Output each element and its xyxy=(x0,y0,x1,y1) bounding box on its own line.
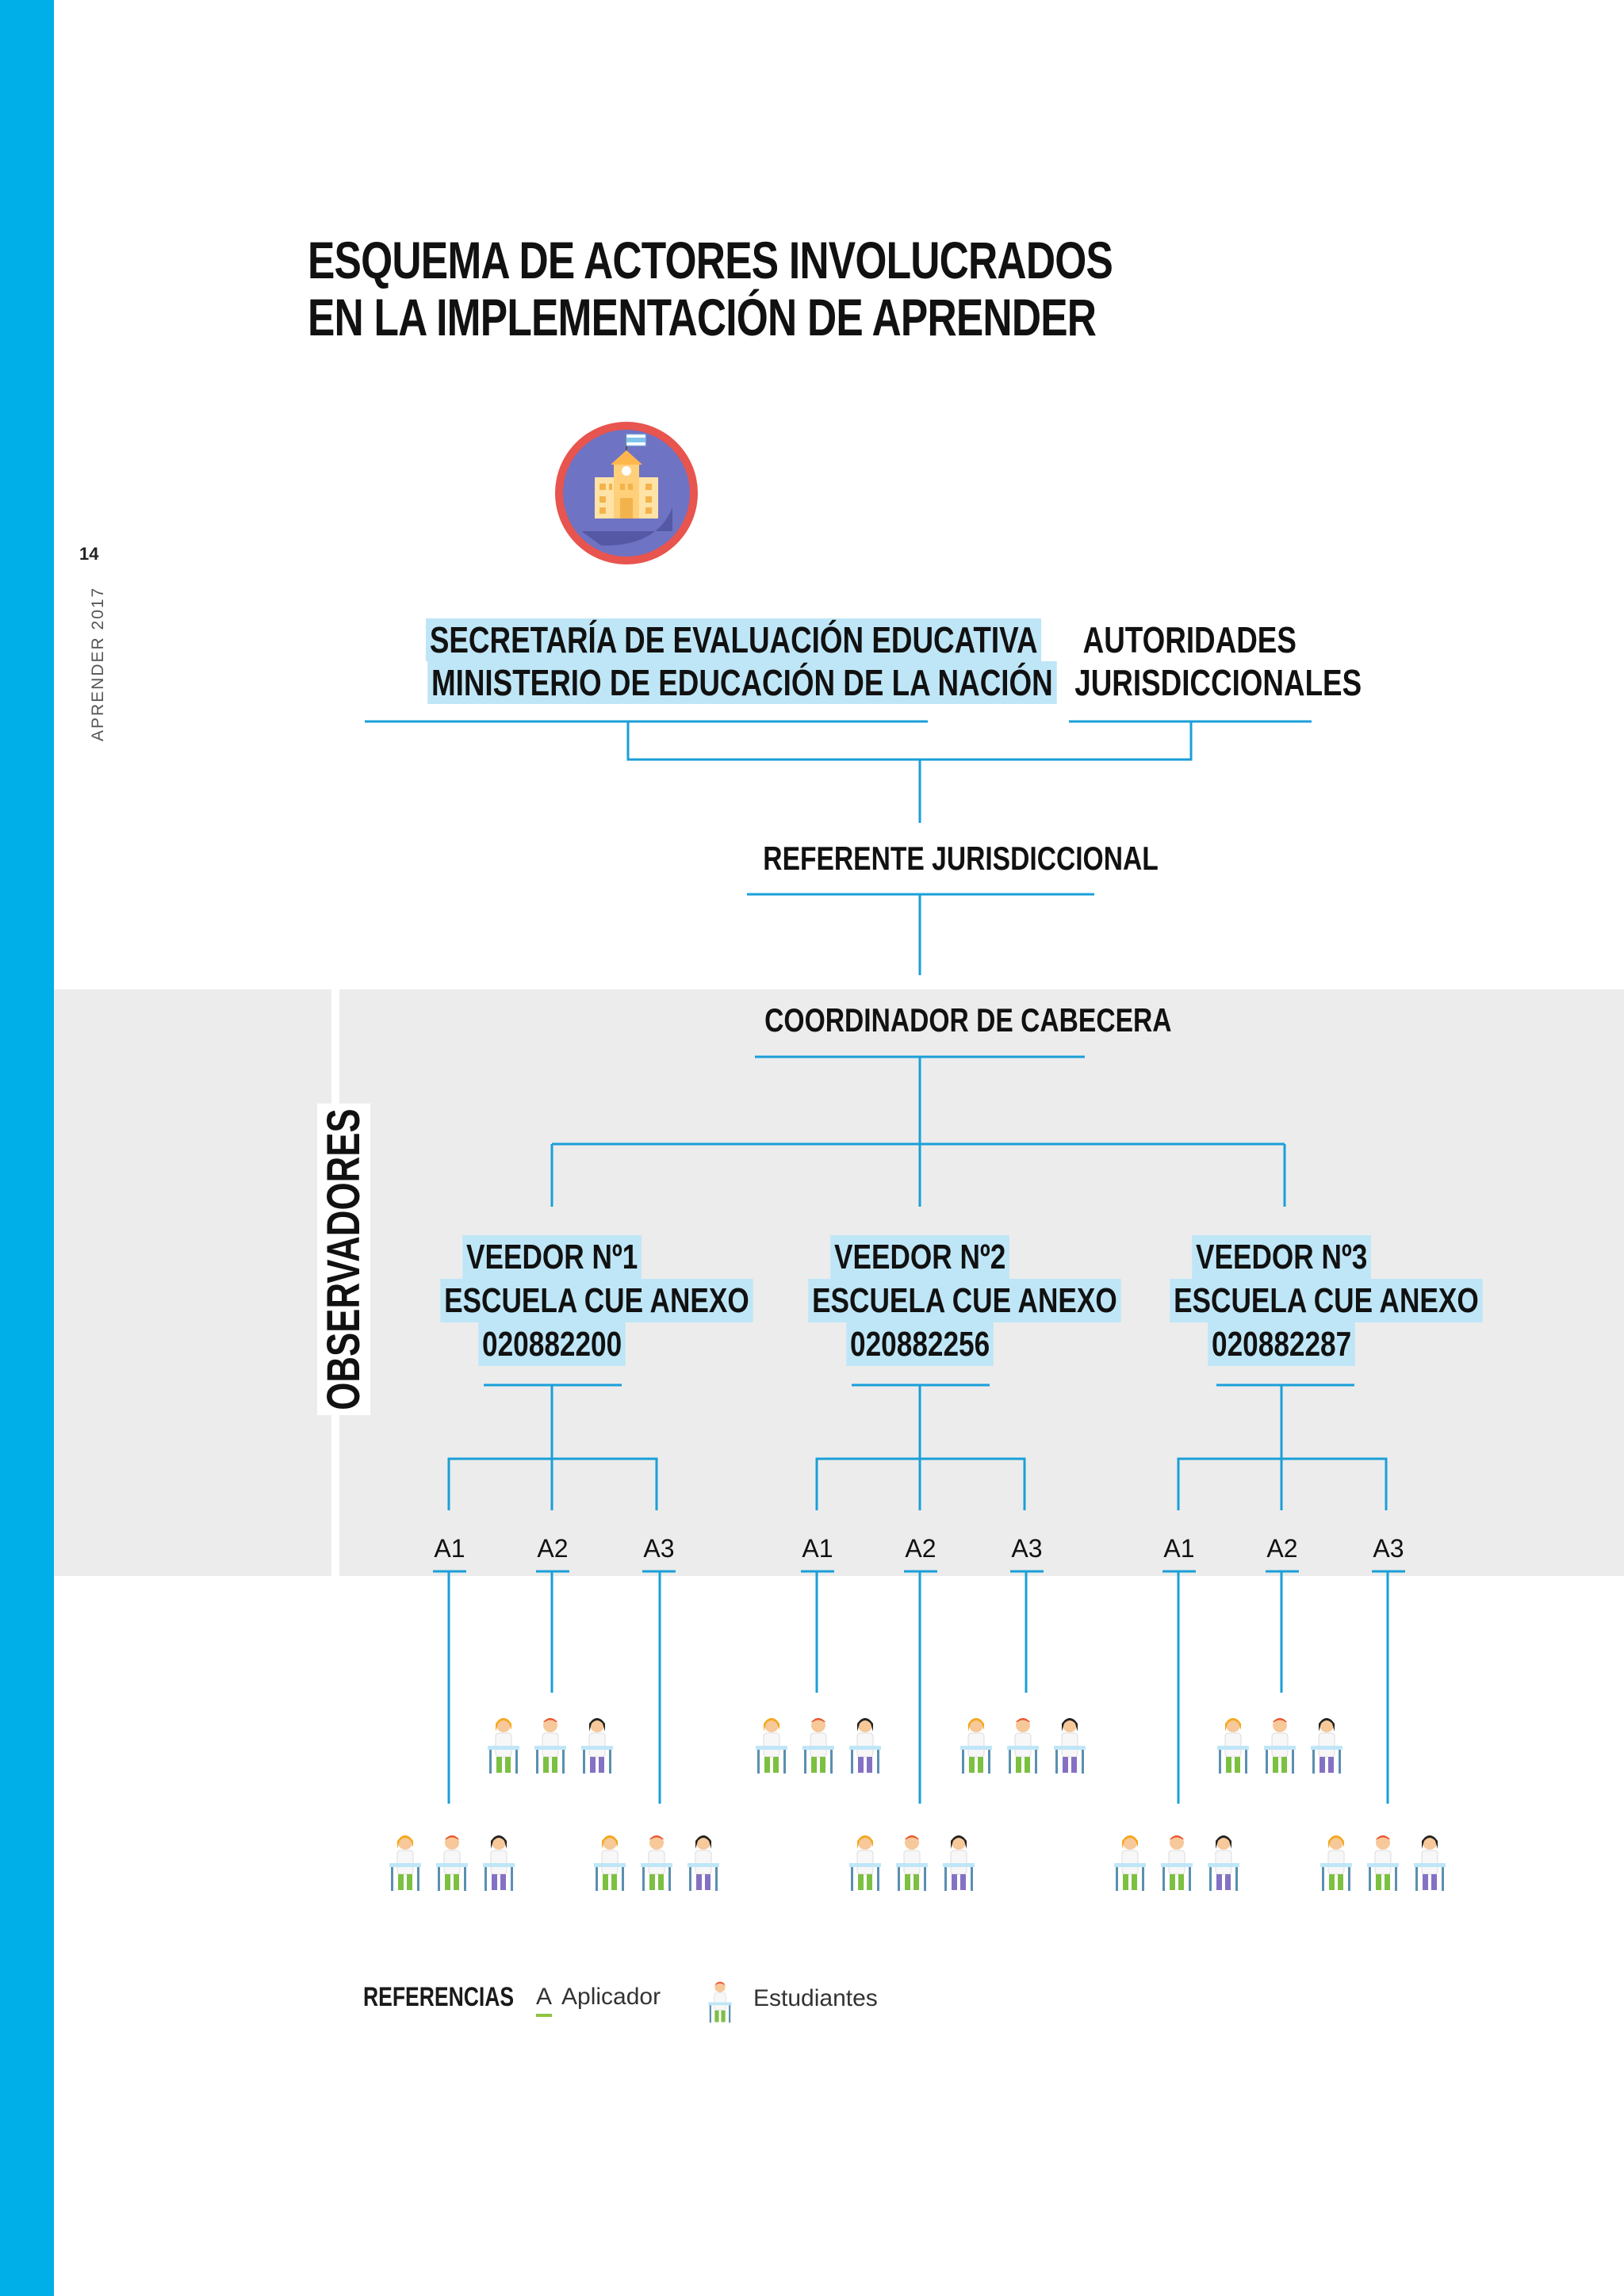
autoridades-node: AUTORIDADES JURISDICCIONALES xyxy=(1039,618,1362,704)
coordinador-label: COORDINADOR DE CABECERA xyxy=(764,1001,1172,1039)
veedor-2-cue: 020882256 xyxy=(846,1322,994,1366)
observers-band-left xyxy=(54,989,331,1576)
coordinador-node: COORDINADOR DE CABECERA xyxy=(714,1001,1171,1040)
veedor-1-title: VEEDOR Nº1 xyxy=(462,1235,642,1279)
legend-aplicador-symbol: A xyxy=(536,1984,553,2010)
students-group-icon xyxy=(848,1835,975,1892)
sidebar-band xyxy=(0,0,54,2296)
aplicador-label: A3 xyxy=(1373,1534,1404,1563)
referente-node: REFERENTE JURISDICCIONAL xyxy=(714,839,1158,878)
title-line-2: EN LA IMPLEMENTACIÓN DE APRENDER xyxy=(308,288,1097,346)
veedor-3-school: ESCUELA CUE ANEXO xyxy=(1170,1279,1483,1322)
aplicador-label: A2 xyxy=(905,1534,936,1563)
veedor-2-school: ESCUELA CUE ANEXO xyxy=(808,1279,1121,1322)
students-group-icon xyxy=(1216,1717,1343,1774)
veedor-3-title: VEEDOR Nº3 xyxy=(1192,1235,1371,1279)
autoridades-line-1: AUTORIDADES xyxy=(1082,619,1297,660)
legend-aplicador-label: Aplicador xyxy=(561,1984,661,2010)
veedor-2-node: VEEDOR Nº2 ESCUELA CUE ANEXO 020882256 xyxy=(769,1235,1121,1366)
page-number: 14 xyxy=(79,544,99,564)
aplicador-label: A1 xyxy=(434,1534,465,1563)
aplicador-label: A3 xyxy=(643,1534,675,1563)
title-line-1: ESQUEMA DE ACTORES INVOLUCRADOS xyxy=(308,231,1113,289)
autoridades-line-2: JURISDICCIONALES xyxy=(1074,662,1362,703)
legend-estudiantes-label: Estudiantes xyxy=(753,1985,878,2011)
aplicador-label: A2 xyxy=(1266,1534,1298,1563)
students-group-icon xyxy=(755,1717,882,1774)
veedor-1-cue: 020882200 xyxy=(478,1322,626,1366)
veedor-3-cue: 020882287 xyxy=(1208,1322,1355,1366)
students-group-icon xyxy=(593,1835,720,1892)
aplicador-label: A2 xyxy=(537,1534,569,1563)
aplicador-label: A3 xyxy=(1011,1534,1043,1563)
aplicador-label: A1 xyxy=(1163,1534,1195,1563)
veedor-1-node: VEEDOR Nº1 ESCUELA CUE ANEXO 020882200 xyxy=(401,1235,753,1366)
school-building-icon xyxy=(555,422,698,564)
page-title: ESQUEMA DE ACTORES INVOLUCRADOS EN LA IM… xyxy=(308,232,1113,346)
student-icon xyxy=(708,1981,732,2023)
secretaria-line-1: SECRETARÍA DE EVALUACIÓN EDUCATIVA xyxy=(426,618,1042,661)
veedor-2-title: VEEDOR Nº2 xyxy=(830,1235,1009,1279)
students-group-icon xyxy=(959,1717,1086,1774)
veedor-1-school: ESCUELA CUE ANEXO xyxy=(440,1279,753,1322)
aplicador-label: A1 xyxy=(802,1534,833,1563)
secretaria-line-2: MINISTERIO DE EDUCACIÓN DE LA NACIÓN xyxy=(427,661,1057,704)
legend-aplicador-bar xyxy=(536,2014,552,2017)
referente-label: REFERENTE JURISDICCIONAL xyxy=(763,840,1159,877)
students-group-icon xyxy=(1113,1835,1240,1892)
secretaria-node: SECRETARÍA DE EVALUACIÓN EDUCATIVA MINIS… xyxy=(349,618,1057,704)
students-group-icon xyxy=(1320,1835,1446,1892)
students-group-icon xyxy=(487,1717,614,1774)
students-group-icon xyxy=(389,1835,515,1892)
legend-title: REFERENCIAS xyxy=(363,1982,515,2012)
veedor-3-node: VEEDOR Nº3 ESCUELA CUE ANEXO 020882287 xyxy=(1131,1235,1483,1366)
